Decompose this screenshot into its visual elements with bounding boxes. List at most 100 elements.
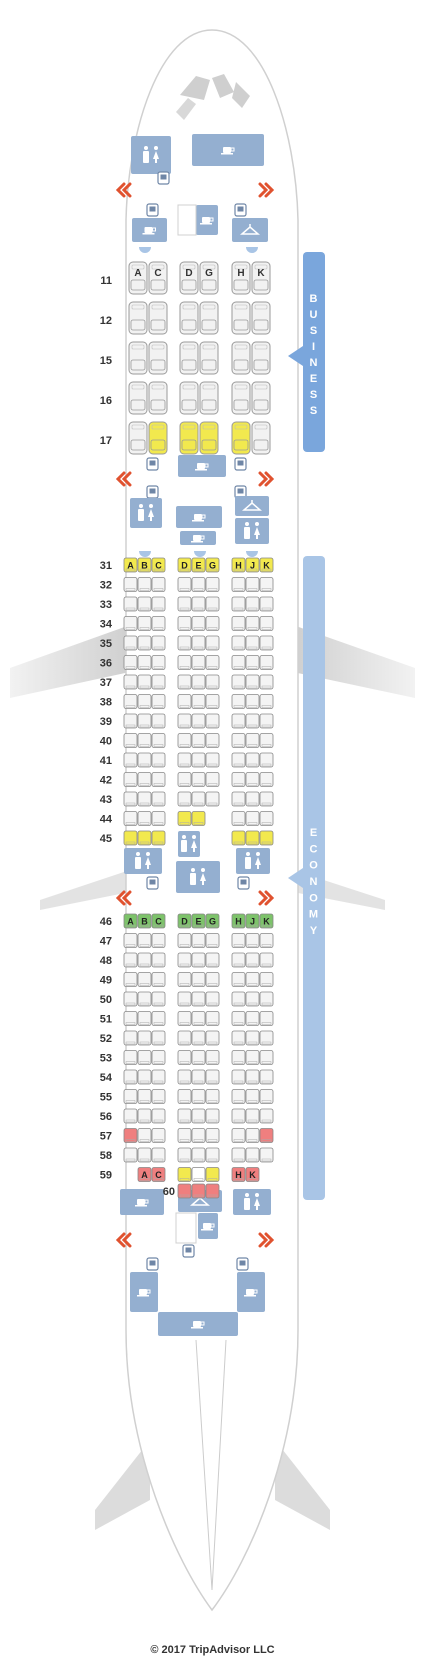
economy-seat[interactable]: [245, 1089, 260, 1104]
economy-seat[interactable]: [137, 1108, 152, 1124]
economy-seat[interactable]: [245, 1128, 260, 1143]
economy-seat[interactable]: [191, 1128, 206, 1143]
business-seat[interactable]: [231, 381, 251, 415]
economy-seat[interactable]: [205, 772, 220, 787]
economy-seat[interactable]: [191, 1011, 206, 1026]
economy-seat[interactable]: [259, 1069, 274, 1085]
economy-seat[interactable]: [205, 577, 220, 592]
economy-seat[interactable]: [205, 713, 220, 729]
business-seat[interactable]: K: [251, 261, 271, 295]
economy-seat[interactable]: [231, 1108, 246, 1124]
economy-seat[interactable]: K: [259, 913, 274, 929]
economy-seat[interactable]: [191, 1069, 206, 1085]
economy-seat[interactable]: [137, 616, 152, 631]
economy-seat[interactable]: [205, 635, 220, 651]
economy-seat[interactable]: [245, 952, 260, 968]
economy-seat[interactable]: [245, 1069, 260, 1085]
economy-seat[interactable]: [191, 577, 206, 592]
economy-seat[interactable]: [191, 616, 206, 631]
economy-seat[interactable]: [151, 635, 166, 651]
economy-seat[interactable]: [231, 1128, 246, 1143]
economy-seat[interactable]: [177, 1167, 192, 1182]
economy-seat[interactable]: [205, 616, 220, 631]
economy-seat[interactable]: [123, 791, 138, 807]
business-seat[interactable]: G: [199, 261, 219, 295]
economy-seat[interactable]: [245, 933, 260, 948]
economy-seat[interactable]: [191, 1108, 206, 1124]
economy-seat[interactable]: D: [177, 913, 192, 929]
economy-seat[interactable]: [205, 1069, 220, 1085]
economy-seat[interactable]: [177, 991, 192, 1007]
economy-seat[interactable]: [177, 694, 192, 709]
economy-seat[interactable]: [231, 811, 246, 826]
economy-seat[interactable]: [259, 1147, 274, 1163]
economy-seat[interactable]: [177, 1050, 192, 1065]
business-seat[interactable]: [128, 381, 148, 415]
economy-seat[interactable]: [177, 713, 192, 729]
economy-seat[interactable]: [205, 952, 220, 968]
economy-seat[interactable]: [177, 752, 192, 768]
economy-seat[interactable]: [123, 1069, 138, 1085]
economy-seat[interactable]: [245, 1030, 260, 1046]
economy-seat[interactable]: [231, 972, 246, 987]
economy-seat[interactable]: [231, 1030, 246, 1046]
economy-seat[interactable]: [151, 1069, 166, 1085]
economy-seat[interactable]: [123, 1108, 138, 1124]
economy-seat[interactable]: [137, 713, 152, 729]
economy-seat[interactable]: [137, 811, 152, 826]
economy-seat[interactable]: [177, 811, 192, 826]
economy-seat[interactable]: [259, 772, 274, 787]
economy-seat[interactable]: [151, 713, 166, 729]
economy-seat[interactable]: [177, 952, 192, 968]
business-seat[interactable]: [179, 301, 199, 335]
business-seat[interactable]: [128, 341, 148, 375]
economy-seat[interactable]: [123, 830, 138, 846]
business-seat[interactable]: H: [231, 261, 251, 295]
economy-seat[interactable]: [245, 752, 260, 768]
economy-seat[interactable]: [177, 577, 192, 592]
business-seat[interactable]: [148, 341, 168, 375]
economy-seat[interactable]: [245, 635, 260, 651]
business-seat[interactable]: [128, 301, 148, 335]
business-seat[interactable]: [231, 421, 251, 455]
economy-seat[interactable]: [177, 791, 192, 807]
economy-seat[interactable]: [137, 972, 152, 987]
economy-seat[interactable]: A: [123, 913, 138, 929]
business-seat[interactable]: [128, 421, 148, 455]
economy-seat[interactable]: [151, 616, 166, 631]
business-seat[interactable]: [179, 381, 199, 415]
economy-seat[interactable]: [177, 1128, 192, 1143]
economy-seat[interactable]: [191, 694, 206, 709]
economy-seat[interactable]: [191, 596, 206, 612]
economy-seat[interactable]: [123, 713, 138, 729]
economy-seat[interactable]: [259, 577, 274, 592]
economy-seat[interactable]: [123, 752, 138, 768]
economy-seat[interactable]: [259, 972, 274, 987]
economy-seat[interactable]: [245, 616, 260, 631]
business-seat[interactable]: [148, 301, 168, 335]
economy-seat[interactable]: [151, 1128, 166, 1143]
economy-seat[interactable]: [259, 694, 274, 709]
economy-seat[interactable]: [259, 635, 274, 651]
economy-seat[interactable]: [231, 952, 246, 968]
economy-seat[interactable]: [245, 733, 260, 748]
economy-seat[interactable]: [123, 694, 138, 709]
economy-seat[interactable]: [137, 655, 152, 670]
economy-seat[interactable]: [191, 635, 206, 651]
economy-seat[interactable]: [231, 752, 246, 768]
economy-seat[interactable]: [259, 733, 274, 748]
economy-seat[interactable]: [259, 1089, 274, 1104]
economy-seat[interactable]: [151, 655, 166, 670]
economy-seat[interactable]: [245, 1011, 260, 1026]
economy-seat[interactable]: D: [177, 557, 192, 573]
economy-seat[interactable]: [177, 972, 192, 987]
economy-seat[interactable]: [177, 733, 192, 748]
economy-seat[interactable]: [151, 991, 166, 1007]
economy-seat[interactable]: [123, 616, 138, 631]
economy-seat[interactable]: [123, 811, 138, 826]
economy-seat[interactable]: [123, 1089, 138, 1104]
economy-seat[interactable]: [231, 1050, 246, 1065]
economy-seat[interactable]: H: [231, 557, 246, 573]
economy-seat[interactable]: [191, 655, 206, 670]
business-seat[interactable]: [231, 341, 251, 375]
